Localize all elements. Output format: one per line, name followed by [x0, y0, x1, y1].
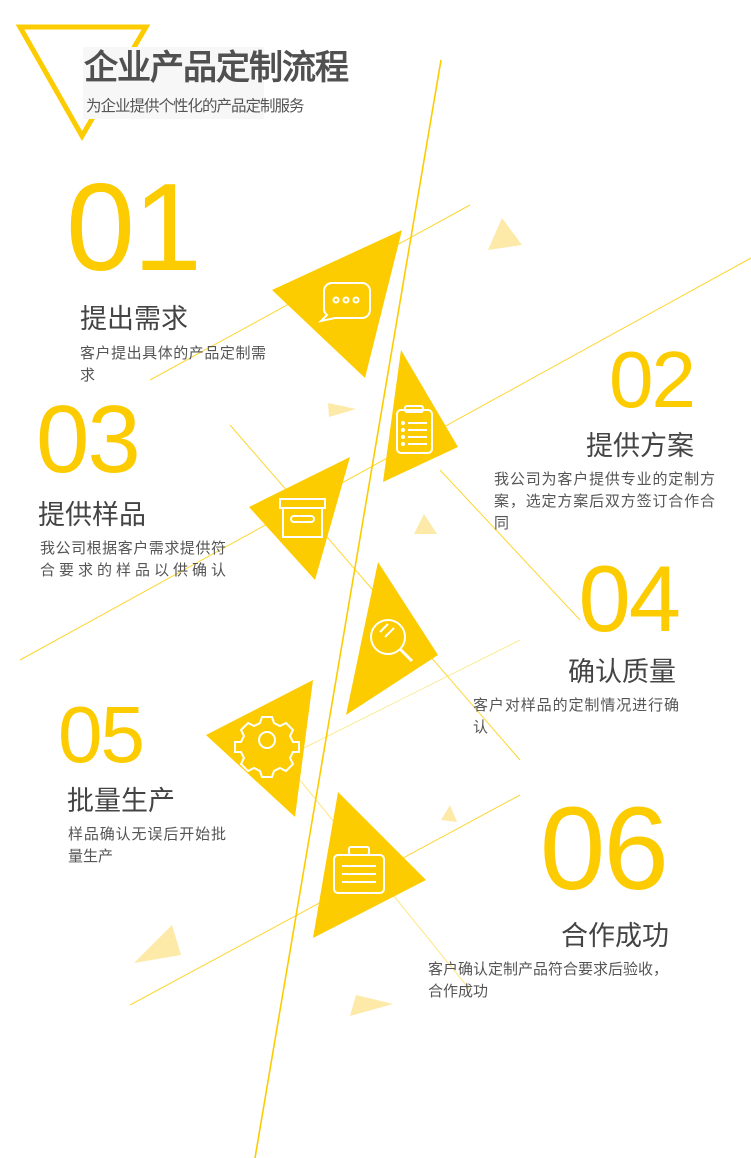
step-1-desc: 客户提出具体的产品定制需求	[80, 344, 266, 384]
step-2-triangle	[383, 350, 458, 482]
magnifier-icon	[370, 619, 414, 663]
step-1-triangle	[272, 230, 402, 378]
divider-line	[299, 639, 521, 751]
step-5-triangle	[206, 680, 313, 817]
step-6-title: 合作成功	[561, 921, 669, 952]
step-1-number: 01	[66, 159, 202, 297]
deco-triangle	[328, 403, 356, 417]
step-6-desc: 客户确认定制产品符合要求后验收，合作成功	[428, 960, 669, 1000]
step-3-desc: 我公司根据客户需求提供符合要求的样品以供确认	[40, 539, 226, 579]
clipboard-icon	[396, 405, 433, 454]
gear-icon	[234, 716, 300, 778]
step-4-number: 04	[578, 546, 681, 651]
deco-triangle	[441, 805, 457, 822]
step-2-number: 02	[609, 335, 696, 424]
step-6-number: 06	[539, 783, 669, 915]
divider-line	[439, 469, 581, 621]
step-5-number: 05	[58, 690, 145, 779]
deco-triangle	[350, 995, 393, 1016]
step-3-title: 提供样品	[38, 500, 146, 531]
header-bg	[83, 47, 264, 119]
briefcase-icon	[333, 846, 385, 894]
deco-triangle	[414, 514, 437, 534]
step-2-desc: 我公司为客户提供专业的定制方案，选定方案后双方签订合作合同	[494, 470, 715, 532]
page-subtitle: 为企业提供个性化的产品定制服务	[86, 97, 305, 115]
chat-bubble-icon	[317, 282, 371, 323]
divider-line	[19, 257, 751, 661]
deco-triangle	[134, 925, 181, 963]
page-title: 企业产品定制流程	[84, 48, 349, 88]
step-3-number: 03	[36, 386, 141, 493]
box-icon	[279, 498, 326, 538]
step-4-title: 确认质量	[568, 657, 676, 688]
main-diagonal-line	[254, 59, 442, 1158]
step-5-desc: 样品确认无误后开始批量生产	[68, 825, 226, 865]
step-4-desc: 客户对样品的定制情况进行确认	[473, 696, 679, 736]
deco-triangle	[488, 218, 522, 250]
step-2-title: 提供方案	[586, 431, 694, 462]
step-4-triangle	[346, 562, 438, 715]
step-1-title: 提出需求	[80, 304, 188, 335]
step-3-triangle	[249, 457, 350, 580]
step-5-title: 批量生产	[67, 786, 175, 817]
